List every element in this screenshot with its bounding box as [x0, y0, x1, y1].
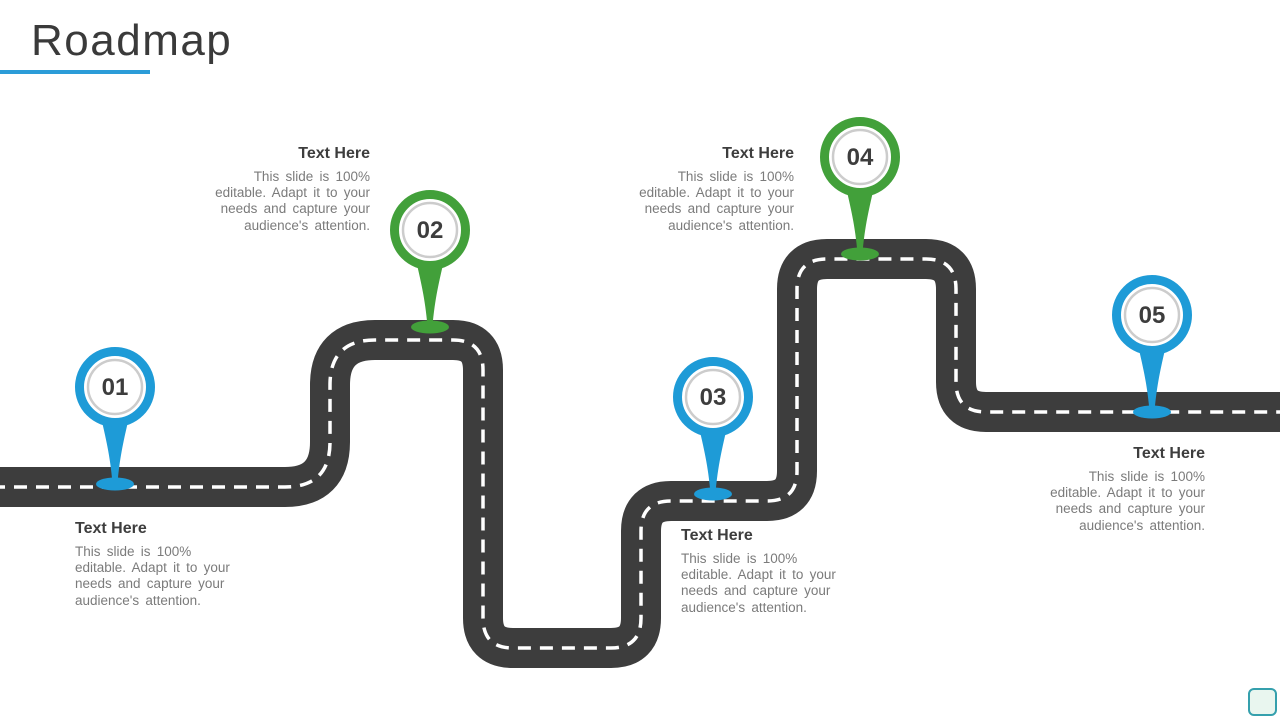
milestone-pin-04[interactable]: 04 [800, 113, 920, 263]
corner-button[interactable] [1248, 688, 1277, 716]
milestone-heading: Text Here [1133, 445, 1205, 462]
pin-number: 01 [102, 374, 129, 401]
milestone-pin-02[interactable]: 02 [370, 186, 490, 336]
milestone-text-02[interactable]: Text Here This slide is 100% editable. A… [185, 145, 370, 234]
pin-base-icon [411, 320, 449, 334]
pin-base-icon [841, 247, 879, 261]
title-underline [0, 70, 150, 74]
milestone-text-05[interactable]: Text Here This slide is 100% editable. A… [1020, 445, 1205, 534]
pin-tail-icon [1137, 341, 1167, 411]
pin-number: 04 [847, 144, 874, 171]
milestone-body: This slide is 100% editable. Adapt it to… [681, 551, 836, 615]
pin-tail-icon [845, 183, 875, 253]
pin-base-icon [96, 477, 134, 491]
pin-tail-icon [100, 413, 130, 483]
milestone-body: This slide is 100% editable. Adapt it to… [75, 544, 230, 608]
pin-base-icon [694, 487, 732, 501]
pin-inner-ring-icon [684, 368, 742, 426]
pin-inner-ring-icon [401, 201, 459, 259]
milestone-text-04[interactable]: Text Here This slide is 100% editable. A… [609, 145, 794, 234]
pin-tail-icon [415, 256, 445, 326]
milestone-text-01[interactable]: Text Here This slide is 100% editable. A… [75, 520, 260, 609]
milestone-heading: Text Here [681, 527, 753, 544]
pin-tail-icon [698, 423, 728, 493]
road-center-dashes-icon [0, 257, 1280, 650]
page-title[interactable]: Roadmap [31, 16, 233, 65]
milestone-heading: Text Here [722, 145, 794, 162]
pin-inner-ring-icon [1123, 286, 1181, 344]
milestone-body: This slide is 100% editable. Adapt it to… [639, 169, 794, 233]
milestone-pin-01[interactable]: 01 [55, 343, 175, 493]
milestone-body: This slide is 100% editable. Adapt it to… [215, 169, 370, 233]
pin-base-icon [1133, 405, 1171, 419]
pin-number: 05 [1139, 302, 1166, 329]
milestone-pin-05[interactable]: 05 [1092, 271, 1212, 421]
milestone-heading: Text Here [298, 145, 370, 162]
pin-inner-ring-icon [831, 128, 889, 186]
pin-number: 02 [417, 217, 444, 244]
milestone-text-03[interactable]: Text Here This slide is 100% editable. A… [681, 527, 866, 616]
milestone-pin-03[interactable]: 03 [653, 353, 773, 503]
milestone-heading: Text Here [75, 520, 147, 537]
milestone-body: This slide is 100% editable. Adapt it to… [1050, 469, 1205, 533]
pin-inner-ring-icon [86, 358, 144, 416]
pin-number: 03 [700, 384, 727, 411]
